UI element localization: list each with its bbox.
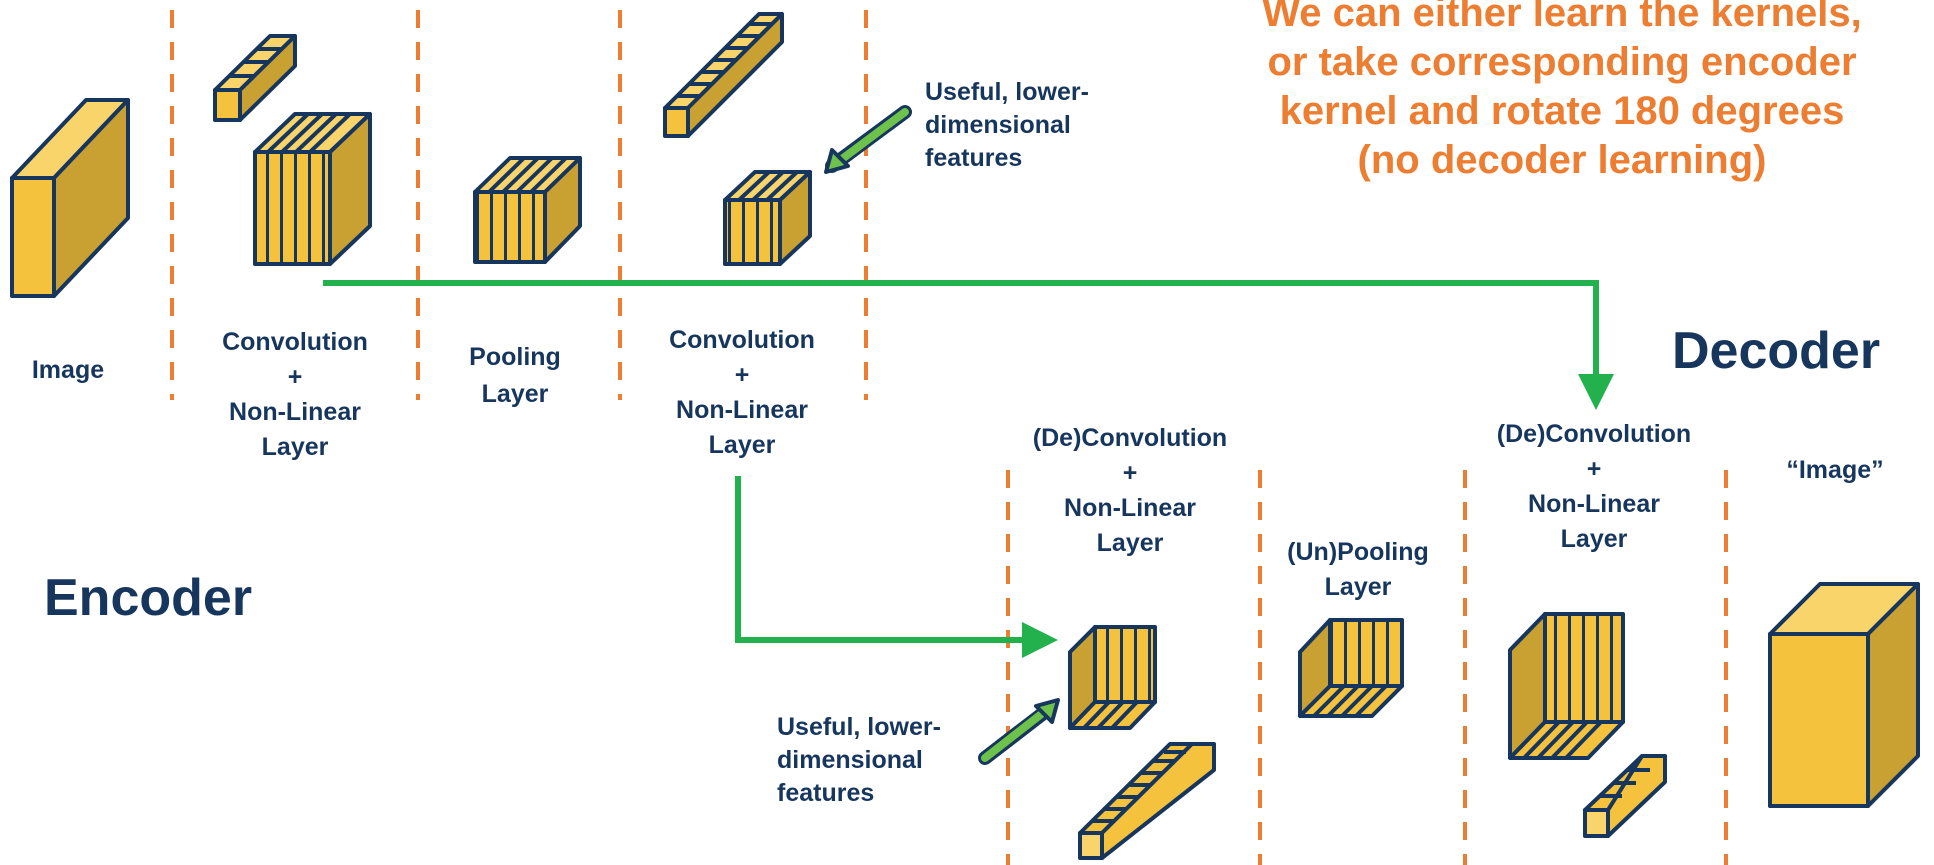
svg-text:Convolution: Convolution bbox=[669, 326, 815, 354]
output-image-label: “Image” bbox=[1786, 456, 1883, 484]
pool-feature-block bbox=[473, 156, 582, 264]
svg-text:Layer: Layer bbox=[1561, 525, 1628, 553]
deconv1-feature-block bbox=[1068, 625, 1157, 730]
svg-text:+: + bbox=[1123, 459, 1138, 487]
decoder-dividers bbox=[1006, 470, 1728, 865]
svg-text:(Un)Pooling: (Un)Pooling bbox=[1287, 538, 1429, 566]
svg-text:(De)Convolution: (De)Convolution bbox=[1033, 424, 1227, 452]
svg-text:Pooling: Pooling bbox=[469, 343, 561, 371]
deconv1-label: (De)Convolution + Non-Linear Layer bbox=[1033, 424, 1227, 557]
output-image-block bbox=[1768, 582, 1920, 808]
conv2-kernel-row bbox=[663, 12, 784, 138]
svg-text:Non-Linear: Non-Linear bbox=[1064, 494, 1196, 522]
svg-text:features: features bbox=[777, 779, 874, 807]
svg-text:(De)Convolution: (De)Convolution bbox=[1497, 420, 1691, 448]
svg-text:Layer: Layer bbox=[709, 431, 776, 459]
svg-text:+: + bbox=[288, 363, 303, 391]
note-line: (no decoder learning) bbox=[1358, 138, 1767, 182]
svg-text:Non-Linear: Non-Linear bbox=[1528, 490, 1660, 518]
note-line: We can either learn the kernels, bbox=[1262, 0, 1862, 35]
svg-text:+: + bbox=[1587, 455, 1602, 483]
skip-flow-arrow bbox=[323, 280, 1614, 410]
conv1-feature-block bbox=[253, 112, 372, 266]
encoder-heading: Encoder bbox=[44, 569, 252, 627]
svg-text:Layer: Layer bbox=[482, 380, 549, 408]
deconv2-label: (De)Convolution + Non-Linear Layer bbox=[1497, 420, 1691, 553]
svg-text:Layer: Layer bbox=[262, 433, 329, 461]
deconv1-kernel-row bbox=[1078, 742, 1216, 860]
unpool-feature-block bbox=[1298, 618, 1404, 718]
image-label: Image bbox=[32, 356, 104, 384]
conv2-label: Convolution + Non-Linear Layer bbox=[669, 326, 815, 459]
svg-text:Convolution: Convolution bbox=[222, 328, 368, 356]
encoder-dividers bbox=[170, 10, 868, 400]
unpool-label: (Un)Pooling Layer bbox=[1287, 538, 1429, 601]
conv1-kernel-row bbox=[213, 34, 297, 122]
svg-text:Layer: Layer bbox=[1325, 573, 1392, 601]
svg-text:Useful, lower-: Useful, lower- bbox=[925, 78, 1089, 106]
bottom-feature-annotation: Useful, lower- dimensional features bbox=[777, 713, 941, 807]
bottom-feature-pointer bbox=[978, 698, 1060, 765]
svg-text:dimensional: dimensional bbox=[777, 746, 923, 774]
conv2-feature-block bbox=[723, 170, 812, 266]
kernel-note: We can either learn the kernels, or take… bbox=[1262, 0, 1862, 182]
svg-text:features: features bbox=[925, 144, 1022, 172]
conv1-label: Convolution + Non-Linear Layer bbox=[222, 328, 368, 461]
svg-text:dimensional: dimensional bbox=[925, 111, 1071, 139]
top-feature-pointer bbox=[824, 105, 912, 174]
feature-flow-arrow bbox=[735, 476, 1058, 658]
input-image-block bbox=[10, 98, 130, 298]
top-feature-annotation: Useful, lower- dimensional features bbox=[925, 78, 1089, 172]
svg-text:+: + bbox=[735, 361, 750, 389]
svg-text:Non-Linear: Non-Linear bbox=[676, 396, 808, 424]
pool-label: Pooling Layer bbox=[469, 343, 561, 408]
note-line: kernel and rotate 180 degrees bbox=[1280, 89, 1845, 133]
decoder-heading: Decoder bbox=[1672, 322, 1880, 380]
svg-text:Non-Linear: Non-Linear bbox=[229, 398, 361, 426]
deconv2-feature-block bbox=[1508, 612, 1625, 760]
note-line: or take corresponding encoder bbox=[1267, 40, 1856, 84]
svg-text:Layer: Layer bbox=[1097, 529, 1164, 557]
deconv2-kernel-row bbox=[1583, 754, 1667, 838]
svg-text:Useful, lower-: Useful, lower- bbox=[777, 713, 941, 741]
